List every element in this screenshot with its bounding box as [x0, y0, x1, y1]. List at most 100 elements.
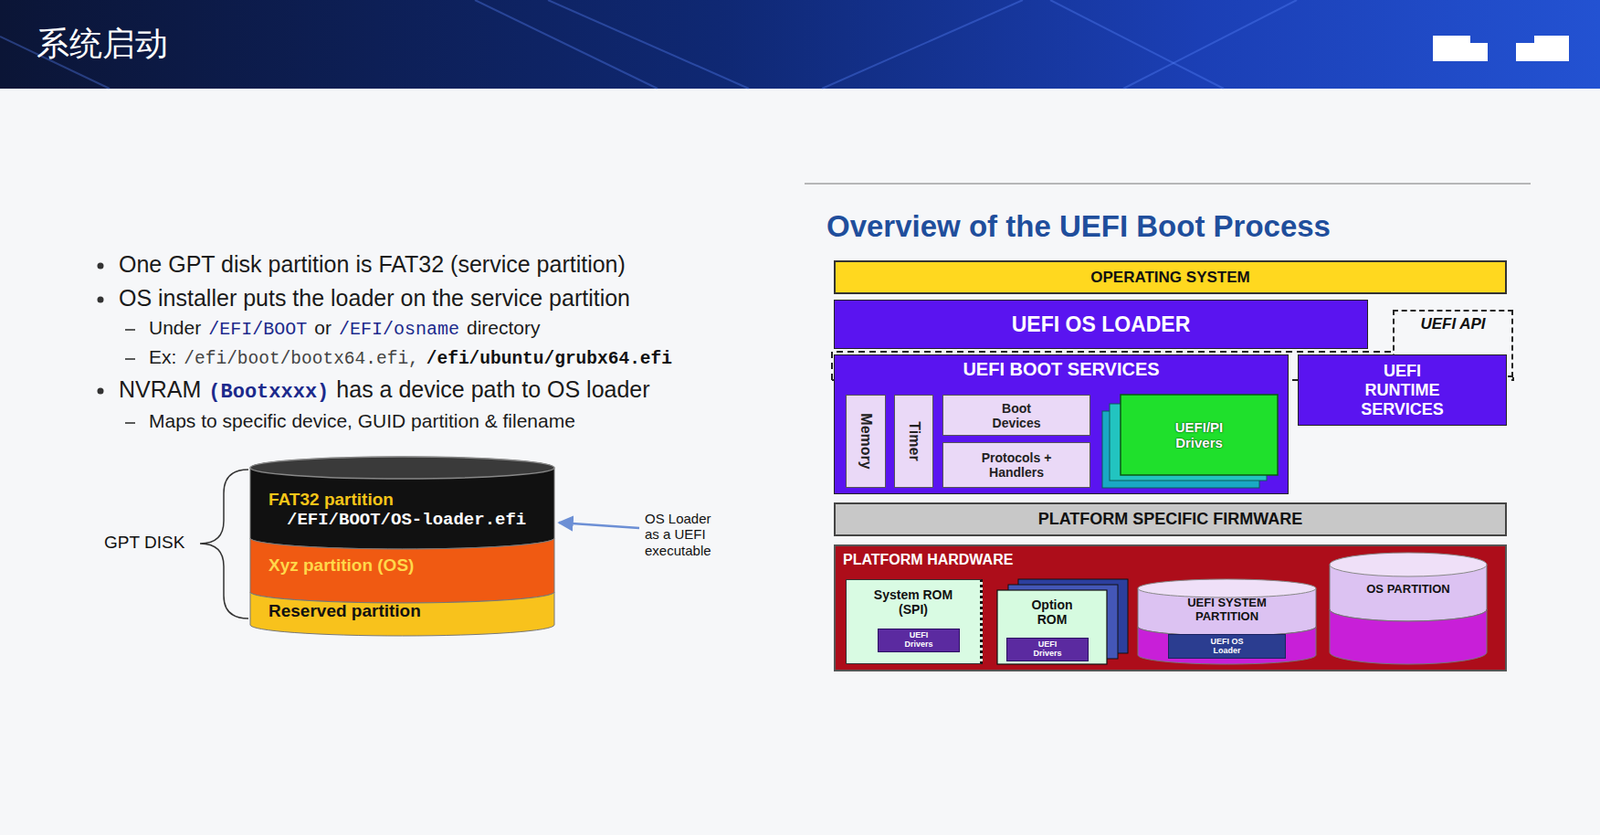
header-streaks	[0, 0, 1297, 89]
rom-stack: Option ROM UEFI Drivers	[997, 578, 1128, 664]
text-line: OS Loader as a UEFI executable	[644, 510, 722, 558]
text-line: OS installer puts the loader on the serv…	[118, 284, 631, 312]
node-text: Memory	[857, 412, 874, 469]
loader-chip: UEFI OS Loader	[1168, 633, 1286, 659]
bullet-text: directory	[466, 316, 541, 339]
bullet-text: /EFI/BOOT	[208, 318, 307, 340]
node-text: System ROM (SPI)	[867, 587, 959, 617]
bullet-text: Ex:	[148, 346, 177, 369]
services-panel: UEFI BOOT SERVICES Memory Timer Boot Device…	[833, 354, 1289, 495]
bullet-text: OS installer puts the loader on the serv…	[118, 284, 631, 312]
bullet-dot	[97, 388, 105, 395]
header-bar	[0, 0, 1600, 89]
bullet-text: has a device path to OS loader	[336, 376, 650, 403]
bullet-text: Maps to specific device, GUID partition …	[148, 410, 576, 432]
bullet-dot	[97, 296, 105, 304]
rom-box: System ROM (SPI) UEFI Drivers	[845, 578, 983, 664]
service-box: Boot Devices	[942, 394, 1091, 436]
node-text: FAT32 partition	[268, 489, 394, 510]
partition-cylinder: UEFI SYSTEM PARTITION UEFI OS Loader	[1137, 578, 1316, 664]
bullet-dash	[125, 357, 136, 360]
node-text: UEFI RUNTIME SERVICES	[1352, 361, 1453, 420]
logo-shape	[1432, 35, 1488, 62]
disk-band: Xyz partition (OS)	[250, 526, 555, 603]
band-body	[250, 537, 555, 603]
header-streak	[1050, 0, 1224, 89]
node-text: UEFI OS LOADER	[1011, 312, 1191, 337]
disk-band: FAT32 partition/EFI/BOOT/OS-loader.efi	[250, 456, 555, 549]
layer-band: OPERATING SYSTEM	[833, 260, 1507, 295]
node-text: Protocols + Handlers	[961, 450, 1072, 480]
diagram-heading: Overview of the UEFI Boot Process	[826, 209, 1331, 244]
band-body	[250, 591, 555, 636]
text-line: GPT DISK	[104, 532, 185, 553]
stack-front	[1120, 394, 1278, 475]
stack-front	[997, 589, 1107, 664]
service-box: Timer	[894, 394, 934, 488]
service-box: Protocols + Handlers	[942, 442, 1091, 488]
layer-band: PLATFORM SPECIFIC FIRMWARE	[833, 502, 1507, 537]
bullet-text: One GPT disk partition is FAT32 (service…	[118, 251, 626, 278]
node-text: Xyz partition (OS)	[268, 555, 414, 576]
header-streak	[1123, 0, 1297, 89]
text-line: Ex: /efi/boot/bootx64.efi, /efi/ubuntu/gru…	[148, 346, 673, 369]
cylinder-top	[1137, 578, 1316, 598]
node-text: UEFI BOOT SERVICES	[962, 358, 1159, 380]
header-streak	[474, 0, 658, 89]
node-text: Reserved partition	[268, 600, 422, 622]
header-streak	[547, 0, 749, 89]
disk-band: Reserved partition	[250, 580, 555, 636]
text-line: One GPT disk partition is FAT32 (service…	[118, 251, 626, 278]
header-streak	[821, 0, 1023, 89]
disk-label: GPT DISK	[104, 532, 185, 553]
node-text: UEFI SYSTEM PARTITION	[1168, 595, 1287, 623]
node-text: Option ROM	[1020, 597, 1085, 627]
driver-stack: UEFI/PI Drivers	[1102, 394, 1278, 488]
band-cap	[250, 456, 555, 479]
node-text: UEFI API	[1420, 315, 1485, 334]
bullet-dash	[125, 421, 136, 424]
node-text: UEFI Drivers	[1029, 640, 1066, 659]
disk-brace	[200, 469, 249, 619]
bullet-text: /efi/boot/bootx64.efi,	[183, 348, 419, 369]
title-holder: 系统启动	[36, 21, 169, 67]
shape-outline	[1329, 552, 1487, 664]
band-body	[250, 456, 555, 549]
logo-shape	[1515, 35, 1569, 62]
node-text: Boot Devices	[984, 400, 1049, 431]
bullets	[97, 263, 105, 395]
bullet-text: NVRAM	[118, 376, 201, 403]
service-box: Memory	[845, 394, 886, 488]
node-text: UEFI Drivers	[900, 631, 937, 650]
bullet-dot	[97, 263, 105, 270]
node-text: PLATFORM HARDWARE	[842, 551, 1013, 569]
node-text: UEFI/PI Drivers	[1153, 419, 1245, 451]
node-text: /EFI/BOOT/OS-loader.efi	[286, 509, 527, 530]
cylinder-top	[1329, 552, 1487, 577]
bullet-text: /efi/ubuntu/grubx64.efi	[426, 348, 673, 369]
bullet-text: /EFI/osname	[338, 318, 460, 340]
partition-cylinder: OS PARTITION	[1329, 552, 1487, 664]
cylinder-lower	[1329, 609, 1487, 664]
separator-line	[804, 183, 1531, 185]
node-text: UEFI OS Loader	[1204, 637, 1251, 656]
bullet-text: or	[314, 316, 332, 339]
bullet-dash	[125, 328, 136, 331]
bullet-text: Under	[148, 316, 201, 339]
text-line: Under/EFI/BOOT or/EFI/osname directory	[148, 316, 540, 340]
text-line: Maps to specific device, GUID partition …	[148, 410, 576, 432]
node-text: OS PARTITION	[1366, 581, 1450, 596]
node-text: OPERATING SYSTEM	[1090, 268, 1250, 287]
driver-chip: UEFI Drivers	[877, 628, 960, 653]
callout-text: OS Loader as a UEFI executable	[644, 510, 722, 558]
layer-band: UEFI OS LOADER	[833, 299, 1369, 349]
slide-title: 系统启动	[36, 21, 169, 67]
hardware-panel: PLATFORM HARDWARE System ROM (SPI) UEFI Dr…	[833, 544, 1507, 672]
bullet-text: (Bootxxxx)	[208, 380, 329, 404]
text-line: Overview of the UEFI Boot Process	[826, 209, 1331, 244]
node-text: PLATFORM SPECIFIC FIRMWARE	[1038, 509, 1304, 529]
text-line: NVRAM (Bootxxxx) has a device path to OS l…	[118, 376, 651, 404]
callout-arrow	[558, 522, 640, 528]
driver-chip: UEFI Drivers	[1006, 637, 1089, 662]
cylinder-lower	[1137, 626, 1316, 664]
